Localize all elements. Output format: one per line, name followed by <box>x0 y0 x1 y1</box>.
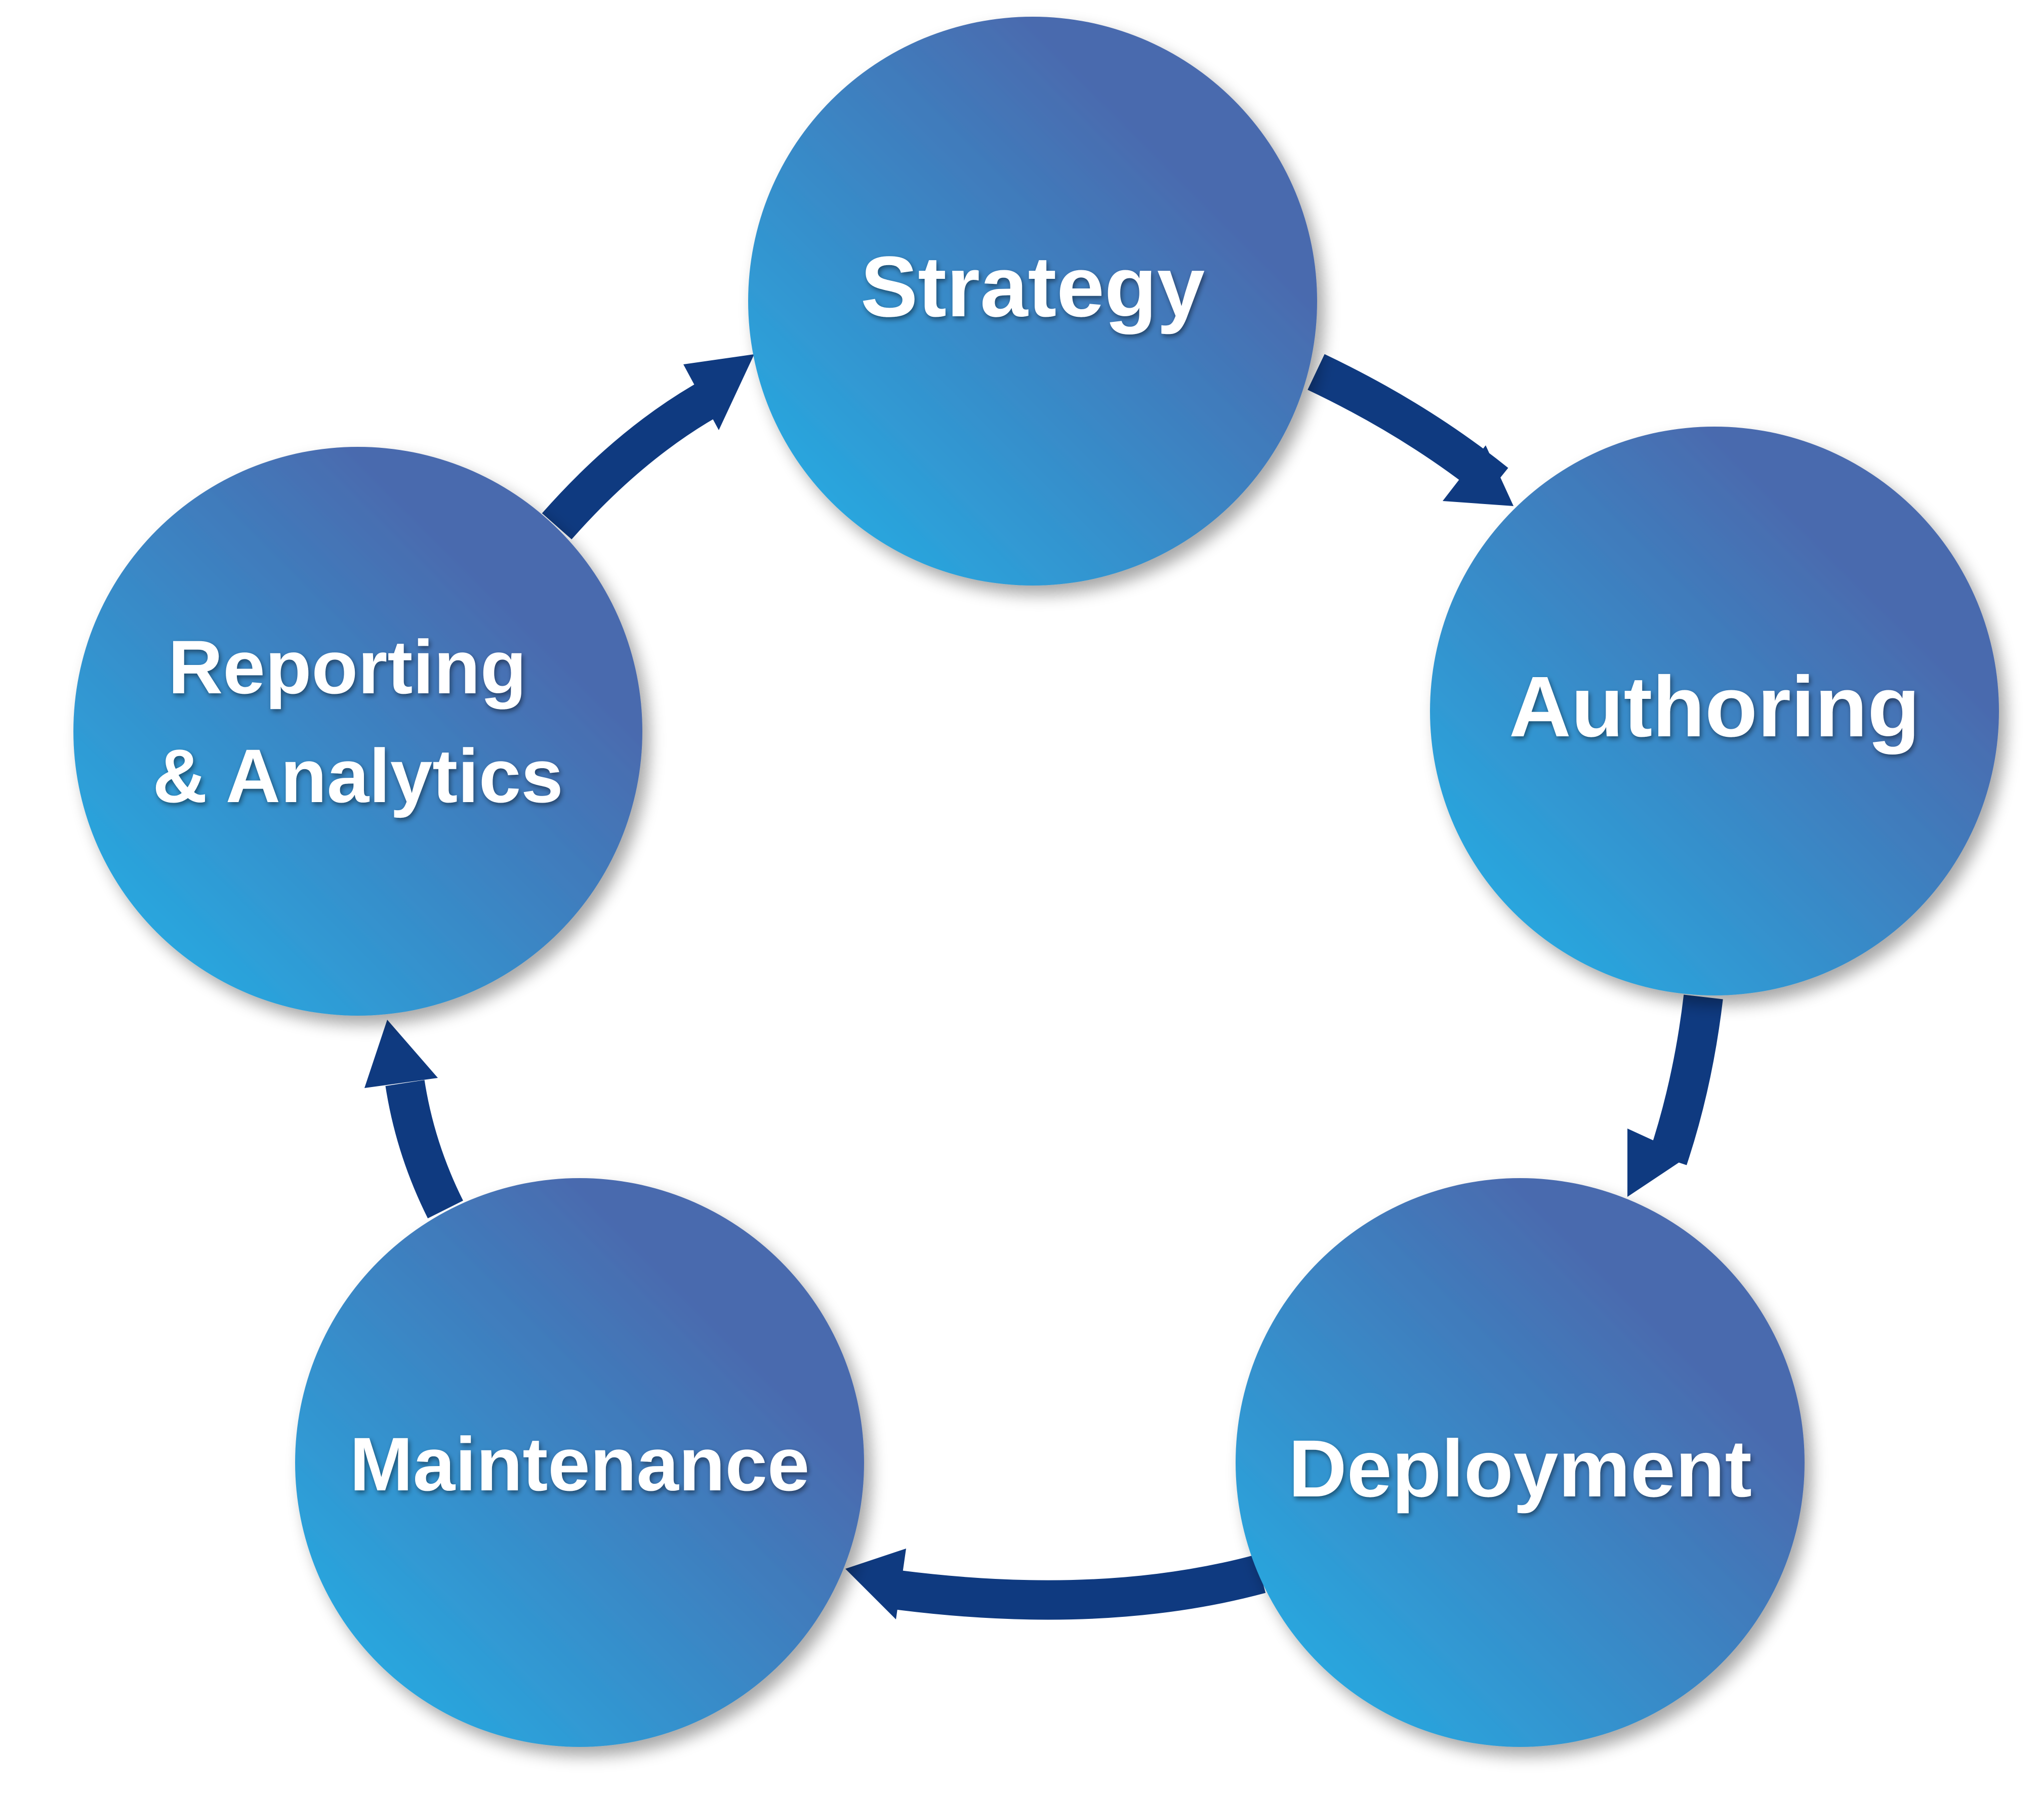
stage-circle-reporting-analytics <box>73 447 642 1016</box>
stage-label-line: & Analytics <box>152 733 563 818</box>
arrow-maintenance-to-reporting <box>385 1079 463 1219</box>
stage-label-line: Maintenance <box>350 1422 810 1507</box>
stage-authoring: Authoring <box>1430 427 1999 995</box>
arrowhead-maintenance-to-reporting <box>364 1020 438 1088</box>
stage-label-strategy: Strategy <box>861 239 1205 335</box>
stage-maintenance: Maintenance <box>295 1178 864 1747</box>
arrowhead-reporting-to-strategy <box>683 354 754 430</box>
stage-label-line: Deployment <box>1288 1423 1752 1514</box>
stage-label-line: Strategy <box>861 239 1205 335</box>
arrow-deployment-to-maintenance <box>888 1555 1266 1620</box>
stage-circle-authoring <box>1430 427 1999 995</box>
stage-reporting-analytics: Reporting & Analytics <box>73 447 642 1016</box>
stage-deployment: Deployment <box>1236 1178 1805 1747</box>
stage-label-authoring: Authoring <box>1509 659 1920 755</box>
arrow-authoring-to-deployment <box>1649 994 1723 1165</box>
stage-circle-deployment <box>1236 1178 1805 1747</box>
arrow-strategy-to-authoring <box>1307 354 1508 499</box>
arrowhead-deployment-to-maintenance <box>845 1549 906 1619</box>
stage-circle-maintenance <box>295 1178 864 1747</box>
arrowhead-strategy-to-authoring <box>1443 445 1514 506</box>
arrow-reporting-to-strategy <box>542 377 726 539</box>
stage-label-maintenance: Maintenance <box>350 1422 810 1507</box>
arrowhead-authoring-to-deployment <box>1627 1129 1688 1197</box>
flow-arrows <box>364 354 1723 1620</box>
stage-label-deployment: Deployment <box>1288 1423 1752 1514</box>
stage-label-reporting-analytics: Reporting & Analytics <box>152 624 563 818</box>
stage-label-line: Reporting <box>168 624 526 709</box>
stage-circle-strategy <box>748 17 1317 586</box>
stage-strategy: Strategy <box>748 17 1317 586</box>
stage-label-line: Authoring <box>1509 659 1920 755</box>
